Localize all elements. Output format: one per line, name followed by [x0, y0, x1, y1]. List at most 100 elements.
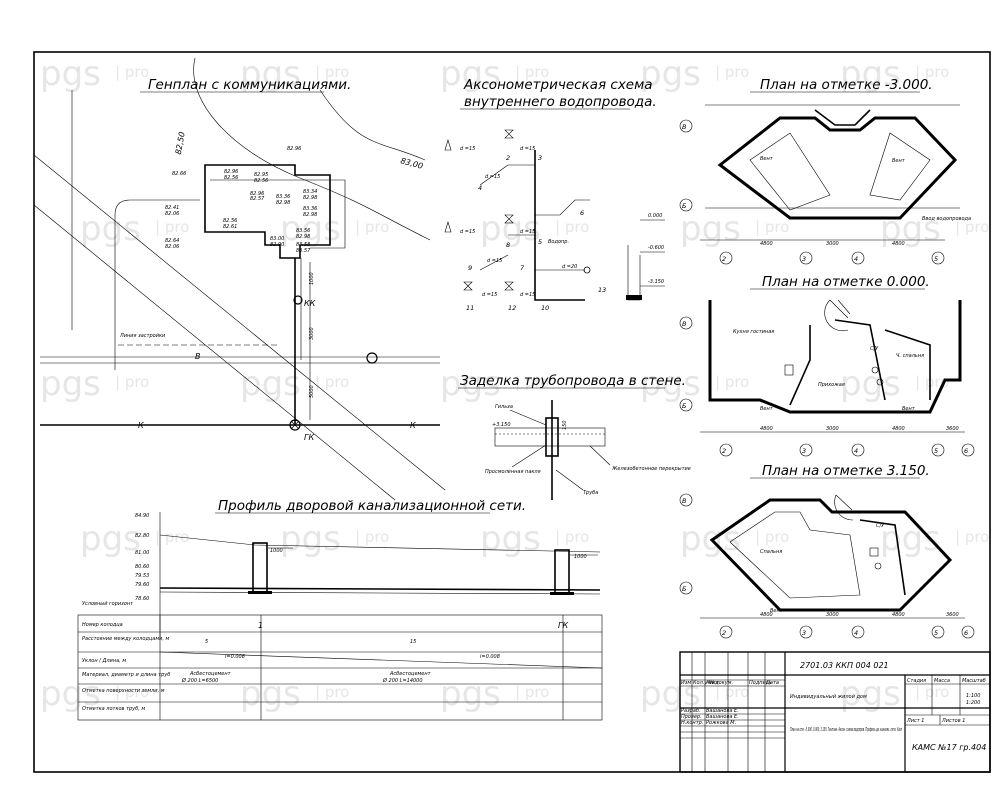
- svg-text:Рожкова М.: Рожкова М.: [706, 720, 736, 726]
- svg-text:Дата: Дата: [765, 680, 779, 686]
- svg-text:5: 5: [934, 629, 938, 637]
- svg-text:4: 4: [854, 255, 858, 263]
- line-k-label-2: К: [410, 421, 416, 430]
- watermark-text: pgs: [640, 674, 701, 714]
- svg-text:Прихожая: Прихожая: [818, 382, 845, 388]
- slab-section: [494, 427, 606, 447]
- watermark-text: pgs: [240, 54, 301, 94]
- watermark-layer: pgs | pro pgs | pro pgs | pro pgs | pro pgs | pro…: [40, 54, 989, 714]
- watermark-suffix: | pro: [715, 683, 749, 701]
- sheet-frame: [33, 51, 991, 773]
- svg-text:Материал, диаметр и длина труб: Материал, диаметр и длина труб: [82, 672, 170, 678]
- watermark-suffix: | pro: [155, 528, 189, 546]
- watermark-suffix: | pro: [555, 218, 589, 236]
- svg-text:83.34: 83.34: [303, 189, 317, 195]
- svg-text:83.58: 83.58: [296, 242, 310, 248]
- plan1-walls: [717, 116, 958, 220]
- contour-label-1: 82,50: [174, 131, 187, 155]
- watermark-suffix: | pro: [515, 63, 549, 81]
- svg-text:4800: 4800: [760, 612, 773, 618]
- watermark-text: pgs: [680, 209, 741, 249]
- watermark-text: pgs: [440, 674, 501, 714]
- svg-text:82.66: 82.66: [172, 171, 186, 177]
- svg-text:82.56: 82.56: [224, 175, 238, 181]
- watermark-text: pgs: [40, 364, 101, 404]
- svg-text:1: 1: [258, 621, 263, 630]
- svg-text:7: 7: [520, 264, 525, 272]
- building-outline: [204, 164, 331, 259]
- svg-text:83.36: 83.36: [303, 206, 317, 212]
- watermark-text: pgs: [40, 54, 101, 94]
- well-1: [252, 542, 268, 594]
- svg-text:План на отметке 0.000.: План на отметке 0.000.: [762, 274, 930, 290]
- svg-text:Масштаб: Масштаб: [962, 678, 986, 684]
- watermark-text: pgs: [440, 54, 501, 94]
- watermark-suffix: | pro: [155, 218, 189, 236]
- svg-text:Ч. спальня: Ч. спальня: [896, 353, 924, 359]
- plan-0000: План на отметке 0.000. Кухня гостиная Пр…: [679, 274, 975, 457]
- svg-text:78.60: 78.60: [135, 596, 149, 602]
- svg-text:150: 150: [562, 420, 568, 430]
- svg-text:4: 4: [478, 184, 482, 192]
- svg-text:С/У: С/У: [870, 346, 879, 352]
- genplan-section: Генплан с коммуникациями. 82,50 83,00 82…: [33, 57, 446, 501]
- watermark-suffix: | pro: [955, 528, 989, 546]
- svg-text:Номер колодца: Номер колодца: [82, 622, 123, 628]
- svg-text:4800: 4800: [892, 426, 905, 432]
- plan3-walls: [709, 498, 953, 612]
- svg-text:1000: 1000: [574, 554, 587, 560]
- svg-text:2: 2: [722, 255, 726, 263]
- water-well-icon: [366, 352, 378, 364]
- svg-text:5: 5: [934, 255, 938, 263]
- svg-text:Лист 1: Лист 1: [906, 718, 924, 724]
- svg-text:83.56: 83.56: [296, 228, 310, 234]
- svg-text:Вент: Вент: [892, 158, 906, 164]
- svg-text:d =15: d =15: [487, 258, 502, 264]
- svg-text:ГК: ГК: [558, 621, 568, 630]
- embed-section: Заделка трубопровода в стене. Гильза +3.…: [458, 373, 691, 500]
- watermark-text: pgs: [840, 364, 901, 404]
- svg-text:Водопр.: Водопр.: [548, 239, 569, 245]
- svg-text:Листов 1: Листов 1: [941, 718, 965, 724]
- watermark-text: pgs: [640, 54, 701, 94]
- watermark-suffix: | pro: [515, 373, 549, 391]
- sewer-well-gk-icon: [289, 419, 301, 431]
- svg-text:Ввод водопровода: Ввод водопровода: [922, 216, 971, 222]
- watermark-suffix: | pro: [115, 63, 149, 81]
- plan3-stair: [834, 494, 854, 521]
- svg-text:15: 15: [410, 639, 416, 645]
- svg-text:Н.контр.: Н.контр.: [681, 720, 703, 726]
- svg-text:82.80: 82.80: [135, 533, 149, 539]
- svg-text:Б: Б: [682, 202, 687, 210]
- svg-text:10: 10: [541, 304, 549, 312]
- svg-text:82.96: 82.96: [287, 146, 301, 152]
- svg-text:80.60: 80.60: [135, 564, 149, 570]
- svg-text:Разраб.: Разраб.: [681, 708, 701, 714]
- svg-text:Б: Б: [682, 402, 687, 410]
- dim-label-1: 1000: [309, 272, 315, 285]
- watermark-suffix: | pro: [715, 373, 749, 391]
- svg-text:82.90: 82.90: [270, 242, 284, 248]
- svg-text:82.06: 82.06: [165, 211, 179, 217]
- watermark-suffix: | pro: [315, 373, 349, 391]
- svg-text:6: 6: [580, 209, 584, 217]
- svg-text:3600: 3600: [946, 612, 959, 618]
- svg-text:4: 4: [854, 447, 858, 455]
- svg-text:83.36: 83.36: [276, 194, 290, 200]
- svg-text:Железобетонное перекрытие: Железобетонное перекрытие: [611, 466, 691, 472]
- svg-text:d =15: d =15: [460, 146, 475, 152]
- title-block: 2701.03 ККП 004 021 Индивидуальный жилой…: [679, 651, 991, 773]
- svg-text:Кол.уч: Кол.уч: [693, 680, 710, 686]
- svg-text:Труба: Труба: [583, 490, 598, 496]
- contour-line-2: [319, 89, 426, 161]
- svg-text:Асбестоцемент: Асбестоцемент: [389, 671, 432, 677]
- svg-text:№докум.: №докум.: [709, 680, 733, 686]
- svg-text:Подпись: Подпись: [749, 680, 772, 686]
- svg-text:Расстояние между колодцами, м: Расстояние между колодцами, м: [82, 636, 170, 642]
- watermark-text: pgs: [40, 674, 101, 714]
- watermark-text: pgs: [80, 519, 141, 559]
- svg-text:11: 11: [466, 304, 474, 312]
- svg-text:Гильза: Гильза: [495, 404, 513, 410]
- stamp-project: Индивидуальный жилой дом: [790, 694, 867, 700]
- profile-table: Номер колодца Расстояние между колодцами…: [77, 614, 603, 721]
